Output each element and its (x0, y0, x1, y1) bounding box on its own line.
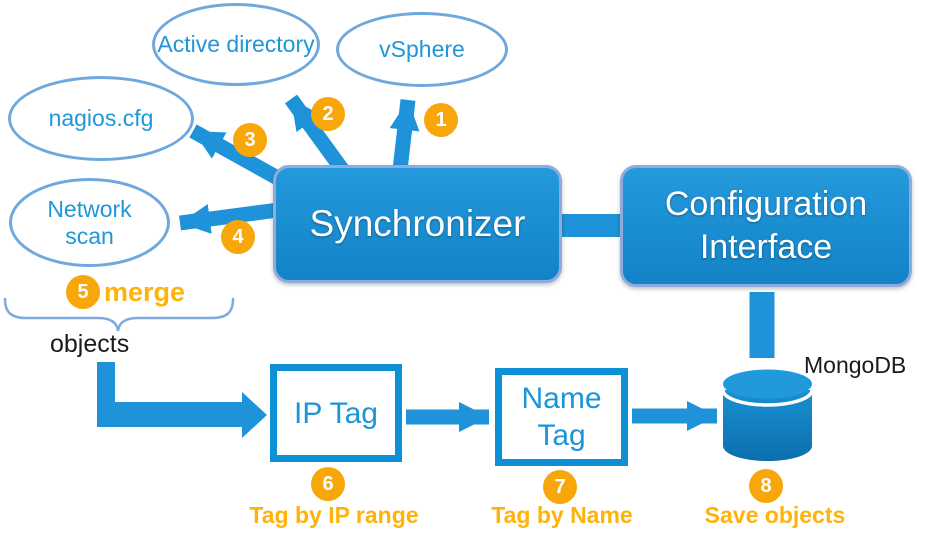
step-7-number: 7 (554, 475, 566, 498)
step-5-number: 5 (77, 280, 89, 303)
step-circle-2: 2 (311, 97, 345, 131)
arrow-objects-to-ip-tag (97, 362, 267, 438)
name-tag-box: Name Tag (495, 368, 628, 466)
step-8-number: 8 (760, 474, 772, 497)
step-circle-5: 5 (66, 275, 100, 309)
source-ellipse-active-directory: Active directory (152, 3, 320, 86)
step-circle-3: 3 (233, 123, 267, 157)
ip-tag-box: IP Tag (270, 364, 402, 462)
name-tag-label: Name Tag (521, 382, 602, 452)
arrow-to-network-scan (179, 202, 279, 234)
source-ellipse-nagios: nagios.cfg (8, 76, 194, 161)
source-ellipse-vsphere: vSphere (336, 12, 508, 87)
step-circle-4: 4 (221, 220, 255, 254)
active-directory-label: Active directory (157, 31, 315, 57)
nagios-label: nagios.cfg (48, 105, 154, 131)
save-objects-label: Save objects (704, 502, 846, 528)
configuration-interface-box: Configuration Interface (620, 165, 912, 287)
arrow-to-vsphere (389, 99, 420, 171)
step-1-number: 1 (435, 108, 447, 131)
vsphere-label: vSphere (379, 36, 465, 62)
mongodb-cylinder-icon (721, 369, 814, 462)
step-6-number: 6 (322, 472, 334, 495)
configuration-interface-label: Configuration Interface (664, 185, 868, 266)
step-circle-7: 7 (543, 470, 577, 504)
merge-label: merge (104, 277, 186, 307)
tag-by-name-label: Tag by Name (491, 502, 633, 528)
step-circle-8: 8 (749, 469, 783, 503)
arrow-to-active-directory (284, 94, 351, 177)
ip-tag-label: IP Tag (294, 396, 378, 430)
cylinder-body (723, 390, 812, 462)
step-4-number: 4 (232, 225, 244, 248)
step-circle-6: 6 (311, 467, 345, 501)
cylinder-cap (723, 369, 812, 399)
tag-by-ip-range-label: Tag by IP range (249, 502, 419, 528)
synchronizer-label: Synchronizer (309, 203, 526, 244)
step-3-number: 3 (244, 128, 256, 151)
network-scan-label: Network scan (47, 195, 132, 249)
mongodb-label: MongoDB (804, 352, 907, 378)
objects-label: objects (50, 330, 130, 358)
connector-sync-config (560, 214, 622, 237)
source-ellipse-network-scan: Network scan (9, 178, 170, 267)
step-2-number: 2 (322, 102, 334, 125)
synchronizer-box: Synchronizer (273, 165, 562, 283)
merge-brace (3, 297, 235, 332)
step-circle-1: 1 (424, 103, 458, 137)
